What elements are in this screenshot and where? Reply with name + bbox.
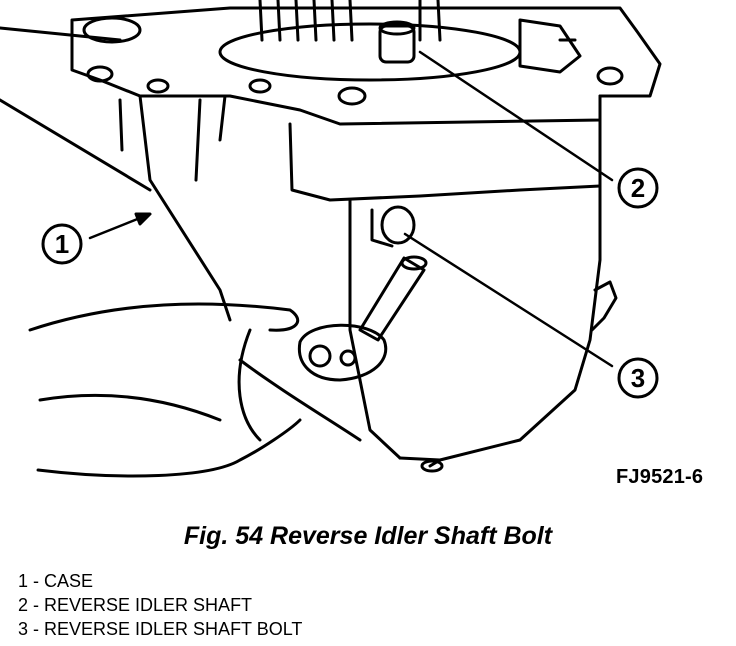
gear-teeth: [258, 0, 442, 42]
callout-label-2: 2: [631, 173, 645, 203]
figure-caption: Fig. 54 Reverse Idler Shaft Bolt: [183, 522, 553, 550]
legend-item: 1 - CASE: [18, 571, 94, 591]
hand: [28, 302, 362, 478]
flange-hole: [596, 66, 624, 86]
idler-shaft-top: [378, 24, 416, 64]
leader-line-3: [403, 232, 614, 368]
gear-ring: [218, 22, 522, 82]
ratchet-head: [297, 323, 388, 382]
legend-item: 2 - REVERSE IDLER SHAFT: [18, 595, 253, 615]
idler-shaft-bolt: [380, 205, 416, 245]
callout-circle-2: [617, 167, 659, 209]
case-body: [138, 94, 232, 322]
legend-item: 3 - REVERSE IDLER SHAFT BOLT: [18, 619, 303, 639]
flange-hole: [86, 65, 114, 83]
transmission-case-illustration: 1 2 3: [0, 0, 662, 478]
flange-hole: [248, 78, 272, 94]
legend-list: 1 - CASE 2 - REVERSE IDLER SHAFT 3 - REV…: [18, 569, 302, 641]
callout-circle-1: [41, 223, 83, 265]
callout-label-1: 1: [55, 229, 69, 259]
callout-circle-3: [617, 357, 659, 399]
flange-hole: [82, 16, 142, 44]
flange-hole: [337, 86, 367, 106]
flange-hole: [146, 78, 170, 94]
figure-code: FJ9521-6: [616, 466, 704, 488]
callout-label-3: 3: [631, 363, 645, 393]
ratchet-extension: [358, 256, 426, 342]
leader-line-2: [418, 50, 614, 182]
